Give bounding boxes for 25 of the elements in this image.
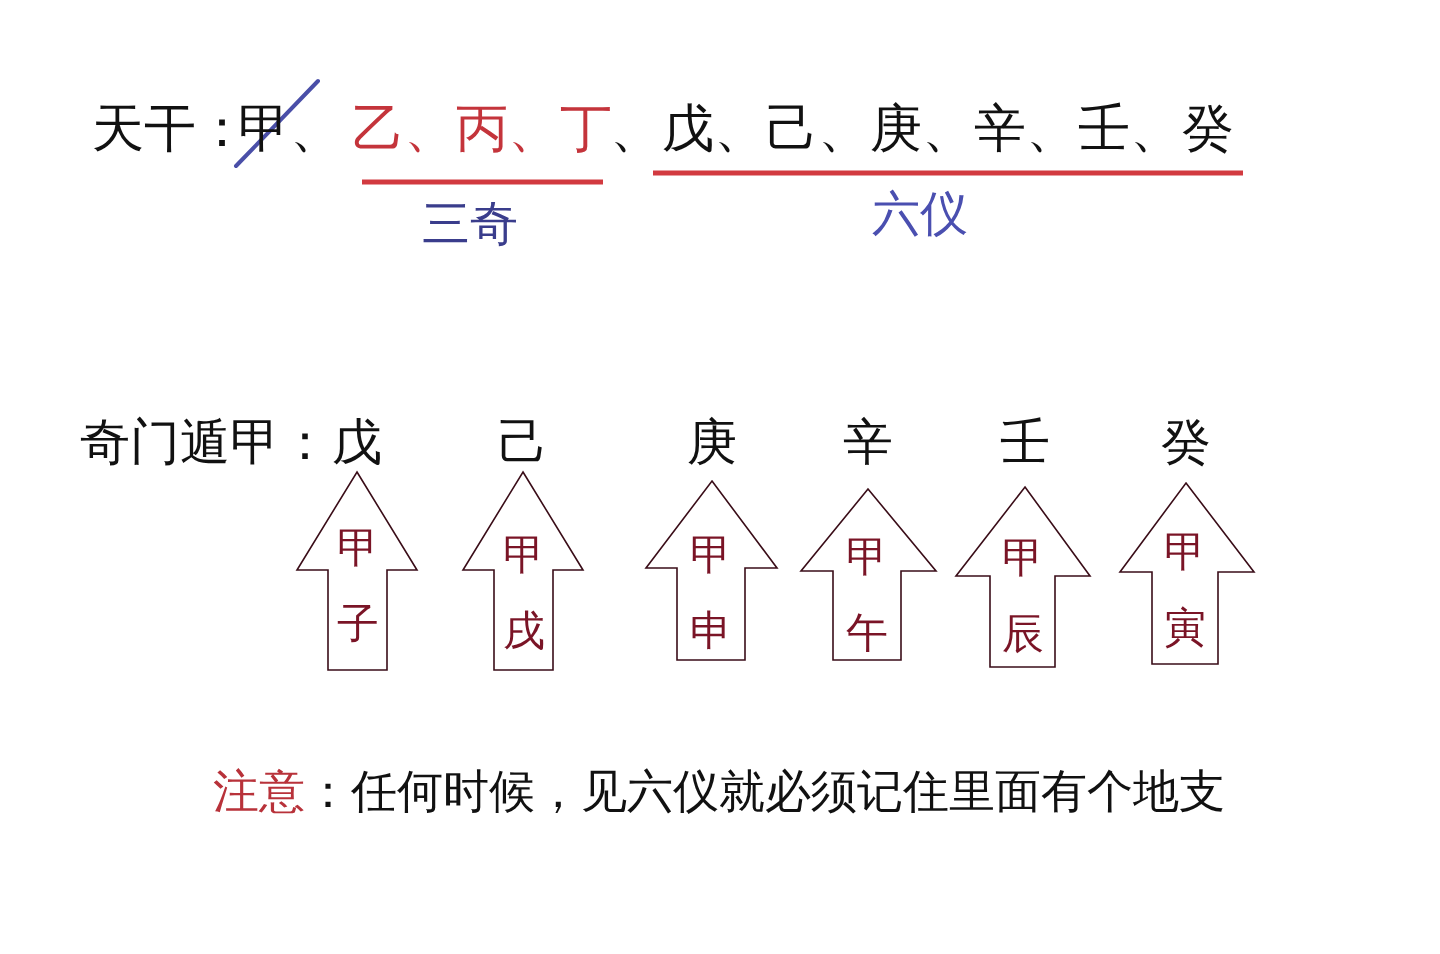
box-label: 甲午	[846, 531, 888, 659]
box-label: 甲戌	[502, 529, 545, 657]
arrow-shaped-box	[461, 470, 585, 672]
box-label: 甲申	[690, 529, 732, 657]
arrow-shaped-box	[295, 470, 419, 672]
stem-label: 壬	[1000, 417, 1050, 467]
group-label: 六仪	[872, 189, 968, 237]
arrow-shaped-box	[954, 485, 1092, 669]
stem-label: 辛	[843, 417, 893, 467]
stem-label: 己	[498, 417, 548, 467]
note-label: 注意	[213, 768, 305, 814]
stem-label: 戊	[332, 417, 382, 467]
heading-label: 奇门遁甲：	[80, 417, 330, 467]
highlighted-stems: 乙、丙、丁	[352, 102, 612, 154]
arrow-shaped-box	[1118, 481, 1256, 666]
group-label: 三奇	[422, 199, 518, 247]
stem-label: 庚	[687, 417, 737, 467]
arrow-shaped-box	[644, 479, 779, 662]
box-label: 甲子	[336, 522, 379, 650]
box-label: 甲辰	[1001, 532, 1044, 660]
box-label: 甲寅	[1164, 526, 1206, 654]
arrow-shaped-box	[799, 487, 938, 662]
stem-label: 癸	[1161, 417, 1211, 467]
stem-list: 、戊、己、庚、辛、壬、癸	[610, 102, 1234, 154]
note-text: ：任何时候，见六仪就必须记住里面有个地支	[305, 768, 1225, 814]
